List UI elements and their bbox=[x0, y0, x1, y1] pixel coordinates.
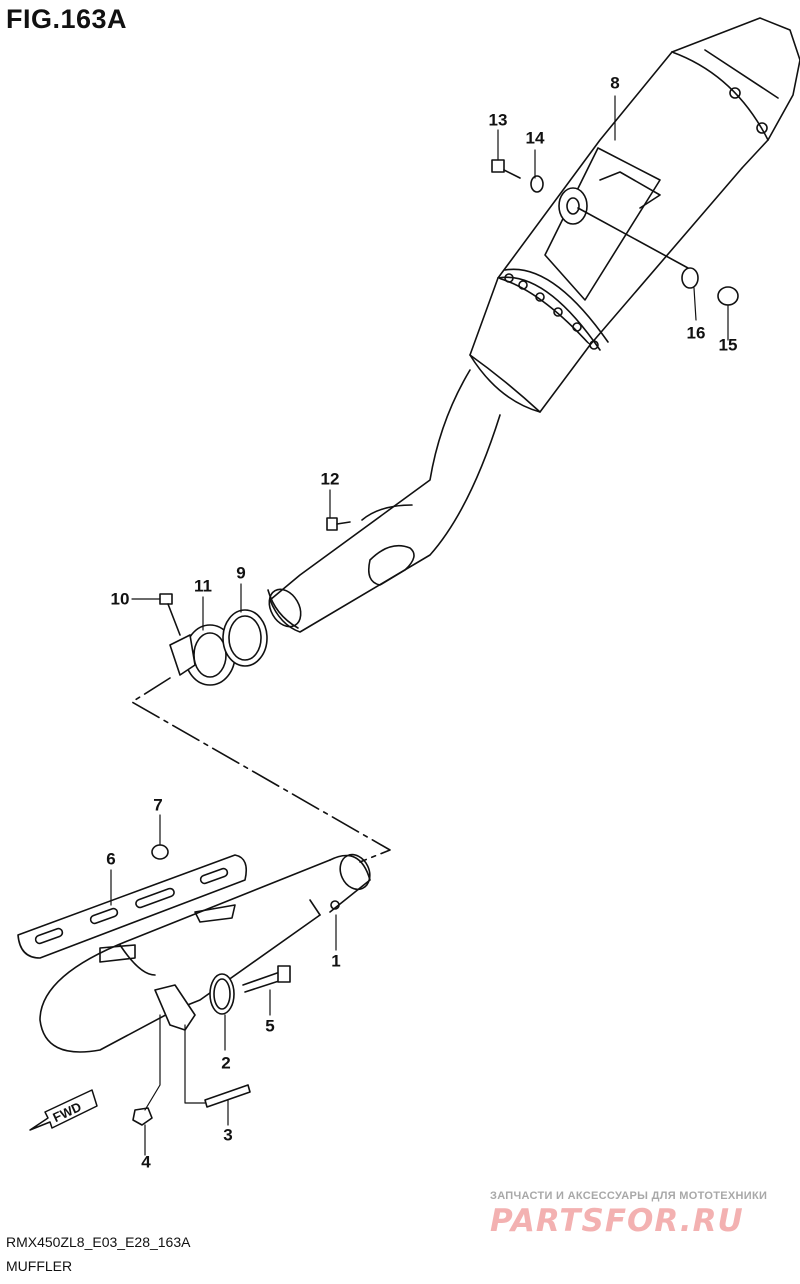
callout-part-12: 12 bbox=[320, 469, 340, 489]
callout-part-16: 16 bbox=[686, 323, 706, 343]
callout-part-10: 10 bbox=[110, 589, 130, 609]
exhaust-pipe-part-1[interactable] bbox=[39, 850, 375, 1053]
bolt-part-10[interactable] bbox=[159, 593, 181, 636]
callout-part-8: 8 bbox=[610, 73, 620, 93]
callout-part-5: 5 bbox=[265, 1016, 275, 1036]
watermark-tagline: ЗАПЧАСТИ И АКСЕССУАРЫ ДЛЯ МОТОТЕХНИКИ bbox=[490, 1190, 768, 1202]
callout-part-4: 4 bbox=[141, 1152, 151, 1172]
figure-title: FIG.163A bbox=[6, 4, 128, 34]
gasket-part-2[interactable] bbox=[209, 973, 235, 1015]
figure-code: RMX450ZL8_E03_E28_163A bbox=[6, 1234, 191, 1250]
flange-bracket bbox=[154, 984, 196, 1031]
gasket-part-9[interactable] bbox=[222, 609, 268, 667]
bolt-part-5[interactable] bbox=[242, 965, 291, 993]
callout-part-2: 2 bbox=[221, 1053, 231, 1073]
stud-bolt-part-3[interactable] bbox=[204, 1084, 251, 1108]
heat-shield-part-6[interactable] bbox=[17, 854, 248, 963]
bolt-part-13[interactable] bbox=[491, 159, 521, 179]
muffler-part-8[interactable] bbox=[469, 17, 800, 413]
leader-lines bbox=[110, 95, 729, 1156]
watermark-logo: PARTSFOR.RU bbox=[490, 1203, 744, 1239]
callout-part-13: 13 bbox=[488, 110, 508, 130]
connection-dashed-line bbox=[131, 677, 391, 863]
nut-part-4[interactable] bbox=[132, 1107, 153, 1126]
washer-part-16[interactable] bbox=[681, 267, 699, 289]
callout-part-6: 6 bbox=[106, 849, 116, 869]
callout-part-15: 15 bbox=[718, 335, 738, 355]
callout-part-14: 14 bbox=[525, 128, 545, 148]
washer-part-14[interactable] bbox=[530, 175, 544, 193]
callout-part-1: 1 bbox=[331, 951, 341, 971]
figure-caption: MUFFLER bbox=[6, 1258, 73, 1274]
fwd-direction-arrow bbox=[29, 1089, 98, 1131]
callout-part-11: 11 bbox=[194, 576, 212, 596]
callout-part-7: 7 bbox=[153, 795, 163, 815]
callout-part-9: 9 bbox=[236, 563, 246, 583]
tail-pipe bbox=[267, 369, 501, 633]
callout-part-3: 3 bbox=[223, 1125, 233, 1145]
bolt-part-15[interactable] bbox=[717, 286, 739, 306]
bolt-part-12[interactable] bbox=[326, 517, 351, 531]
nut-part-7[interactable] bbox=[151, 844, 169, 860]
